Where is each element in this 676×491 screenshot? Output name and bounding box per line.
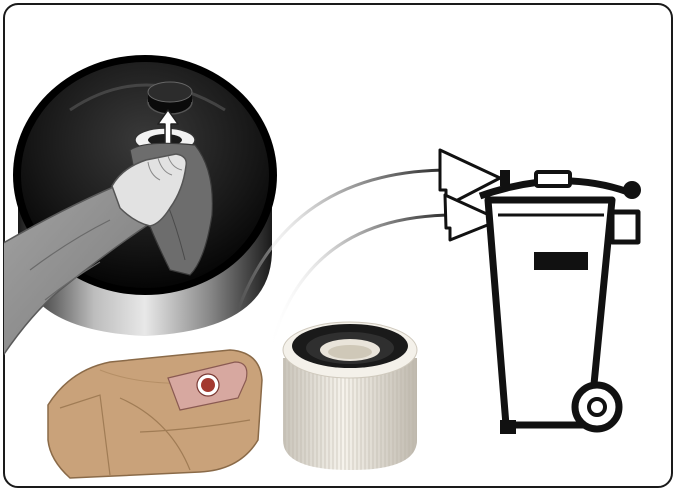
cartridge-filter-icon — [283, 322, 417, 470]
